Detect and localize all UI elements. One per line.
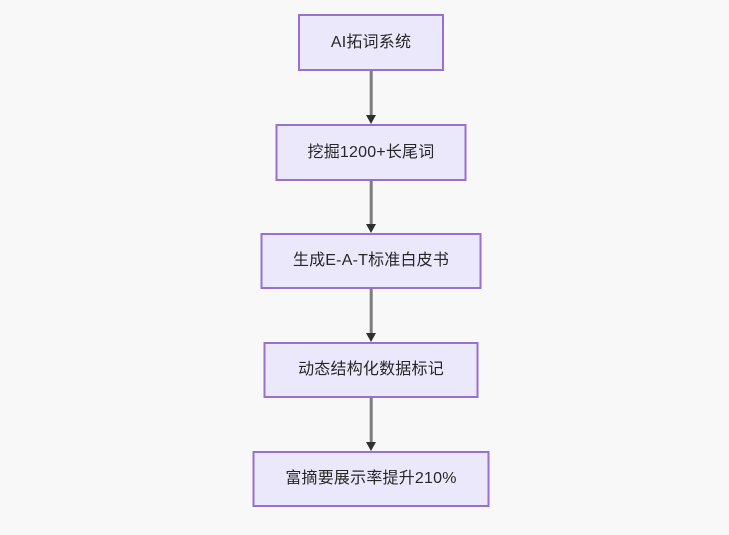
edge-line — [369, 71, 373, 116]
flow-node-rich-snippet-rate-increase[interactable]: 富摘要展示率提升210% — [252, 451, 490, 507]
flow-edge-n4-n5 — [364, 398, 378, 451]
flow-node-ai-keyword-system[interactable]: AI拓词系统 — [298, 14, 444, 71]
edge-line — [369, 398, 373, 443]
flow-node-label: 挖掘1200+长尾词 — [307, 143, 435, 161]
flow-node-generate-eat-whitepaper[interactable]: 生成E-A-T标准白皮书 — [260, 233, 482, 289]
edge-line — [369, 289, 373, 334]
flow-node-label: 生成E-A-T标准白皮书 — [292, 252, 450, 270]
flow-node-dynamic-structured-data-markup[interactable]: 动态结构化数据标记 — [263, 342, 479, 398]
flow-edge-n2-n3 — [364, 181, 378, 233]
edge-line — [369, 181, 373, 225]
arrowhead-icon — [366, 333, 376, 342]
flow-node-label: AI拓词系统 — [330, 33, 412, 51]
flow-edge-n1-n2 — [364, 71, 378, 124]
arrowhead-icon — [366, 115, 376, 124]
flow-node-label: 富摘要展示率提升210% — [285, 470, 457, 488]
flow-node-mine-longtail-keywords[interactable]: 挖掘1200+长尾词 — [275, 124, 467, 181]
arrowhead-icon — [366, 442, 376, 451]
arrowhead-icon — [366, 224, 376, 233]
flow-node-label: 动态结构化数据标记 — [298, 361, 444, 379]
flow-edge-n3-n4 — [364, 289, 378, 342]
